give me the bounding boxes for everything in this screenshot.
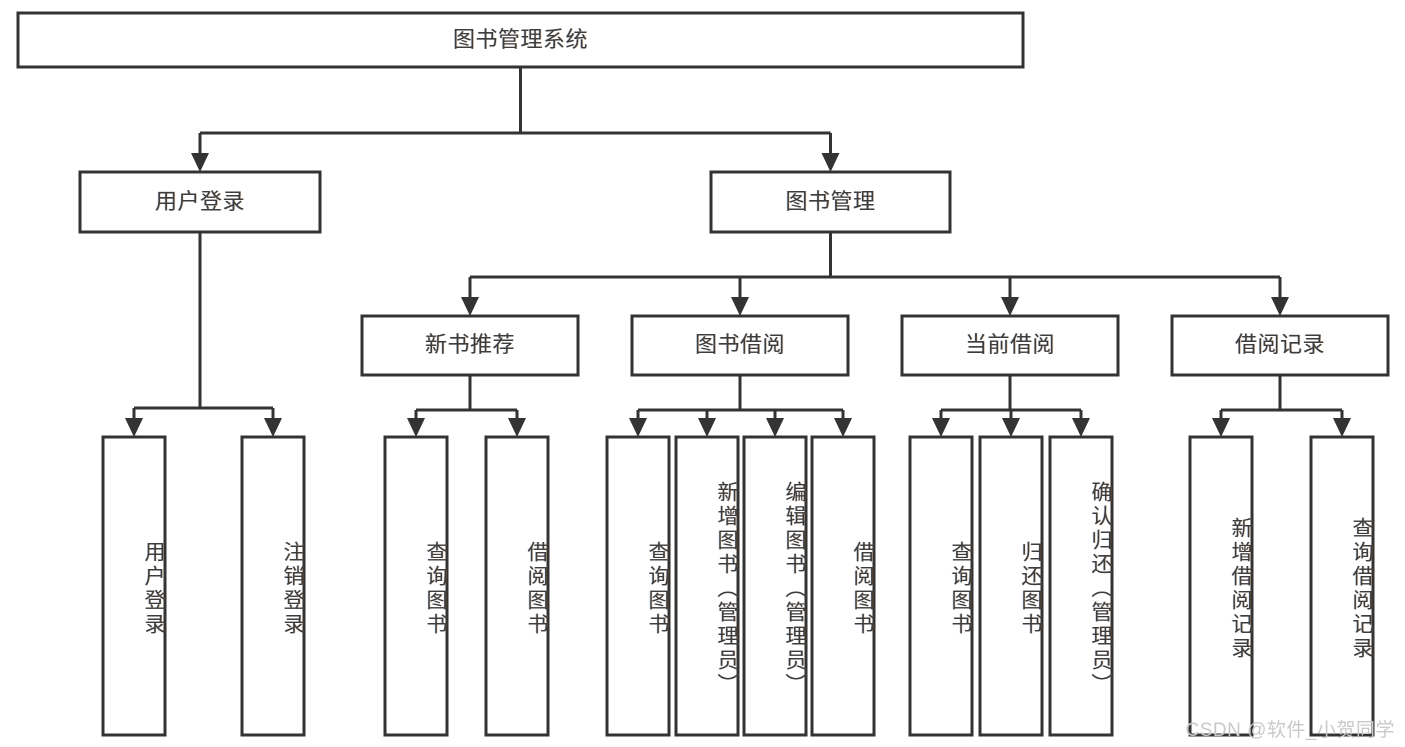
node-leaf-10[interactable] [1048,435,1114,737]
arrow-parent-4-to-leaf-0 [1212,418,1230,437]
node-level3-2[interactable] [900,314,1120,377]
arrow-bookmgmt-to-level3-2 [1001,297,1019,316]
arrow-parent-3-to-leaf-1 [1002,418,1020,437]
node-boxes-layer [16,11,1390,737]
arrow-parent-2-to-leaf-2 [766,418,784,437]
node-level2-0[interactable] [78,170,322,234]
connector-lines-layer [125,67,1351,437]
node-leaf-8[interactable] [908,435,974,737]
arrow-parent-2-to-leaf-1 [698,418,716,437]
node-level2-1[interactable] [709,170,952,234]
arrow-bookmgmt-to-level3-0 [461,297,479,316]
node-leaf-1[interactable] [240,435,306,737]
arrow-bookmgmt-to-level3-3 [1271,297,1289,316]
arrow-bookmgmt-to-level3-1 [731,297,749,316]
node-level3-1[interactable] [630,314,850,377]
arrow-parent-0-to-leaf-0 [125,418,143,437]
node-leaf-0[interactable] [101,435,167,737]
csdn-watermark: CSDN @软件_小贺同学 [1185,720,1395,741]
node-level3-0[interactable] [360,314,580,377]
arrow-parent-0-to-leaf-1 [264,418,282,437]
node-leaf-2[interactable] [383,435,449,737]
node-leaf-4[interactable] [605,435,671,737]
node-leaf-3[interactable] [484,435,550,737]
arrow-parent-1-to-leaf-1 [508,418,526,437]
arrow-parent-4-to-leaf-1 [1333,418,1351,437]
node-root[interactable] [16,11,1025,69]
node-leaf-12[interactable] [1309,435,1375,737]
arrow-root-to-level2-1 [821,153,840,172]
node-leaf-11[interactable] [1188,435,1254,737]
arrow-parent-2-to-leaf-0 [629,418,647,437]
node-leaf-5[interactable] [674,435,740,737]
node-leaf-9[interactable] [978,435,1044,737]
arrow-parent-1-to-leaf-0 [407,418,425,437]
arrow-parent-3-to-leaf-2 [1072,418,1090,437]
node-leaf-6[interactable] [742,435,808,737]
arrow-parent-3-to-leaf-0 [932,418,950,437]
arrow-root-to-level2-0 [191,153,209,172]
node-level3-3[interactable] [1170,314,1390,377]
node-leaf-7[interactable] [810,435,876,737]
arrow-parent-2-to-leaf-3 [834,418,852,437]
